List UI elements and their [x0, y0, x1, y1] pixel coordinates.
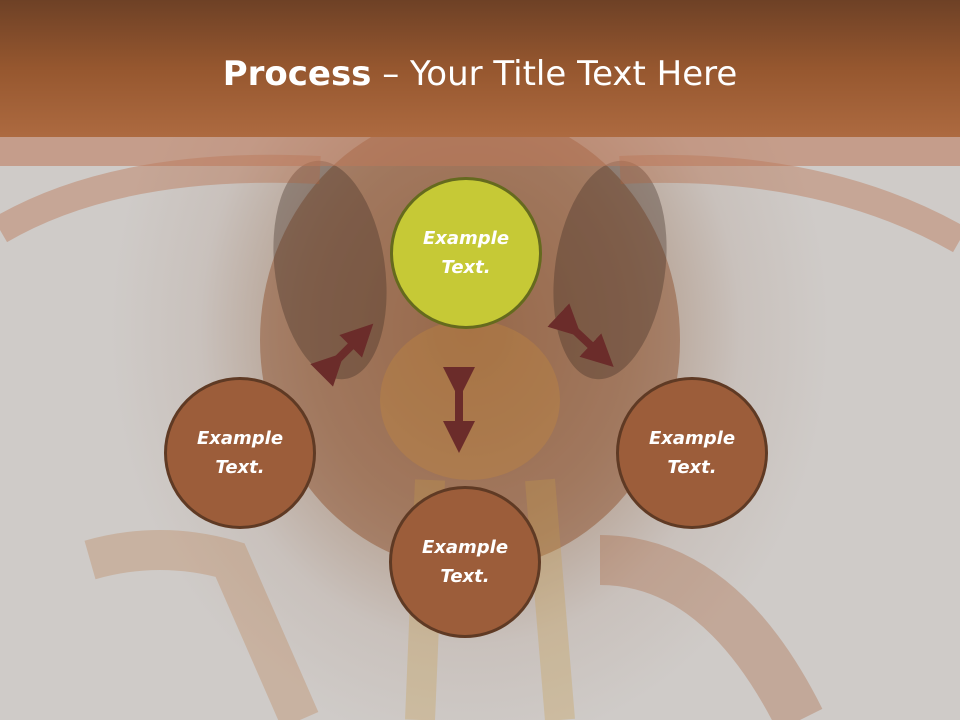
slide-title-rest: – Your Title Text Here: [371, 54, 738, 94]
process-node-top[interactable]: Example Text.: [390, 177, 542, 329]
slide-title[interactable]: Process – Your Title Text Here: [0, 52, 960, 96]
title-bar-band: [0, 137, 960, 166]
title-bar: [0, 0, 960, 137]
process-node-right[interactable]: Example Text.: [616, 377, 768, 529]
process-node-left-label: Example Text.: [196, 428, 284, 478]
process-node-bottom-label: Example Text.: [421, 537, 509, 587]
process-node-left[interactable]: Example Text.: [164, 377, 316, 529]
process-node-right-label: Example Text.: [648, 428, 736, 478]
slide-title-bold: Process: [222, 54, 372, 94]
process-node-bottom[interactable]: Example Text.: [389, 486, 541, 638]
process-node-top-label: Example Text.: [422, 228, 510, 278]
